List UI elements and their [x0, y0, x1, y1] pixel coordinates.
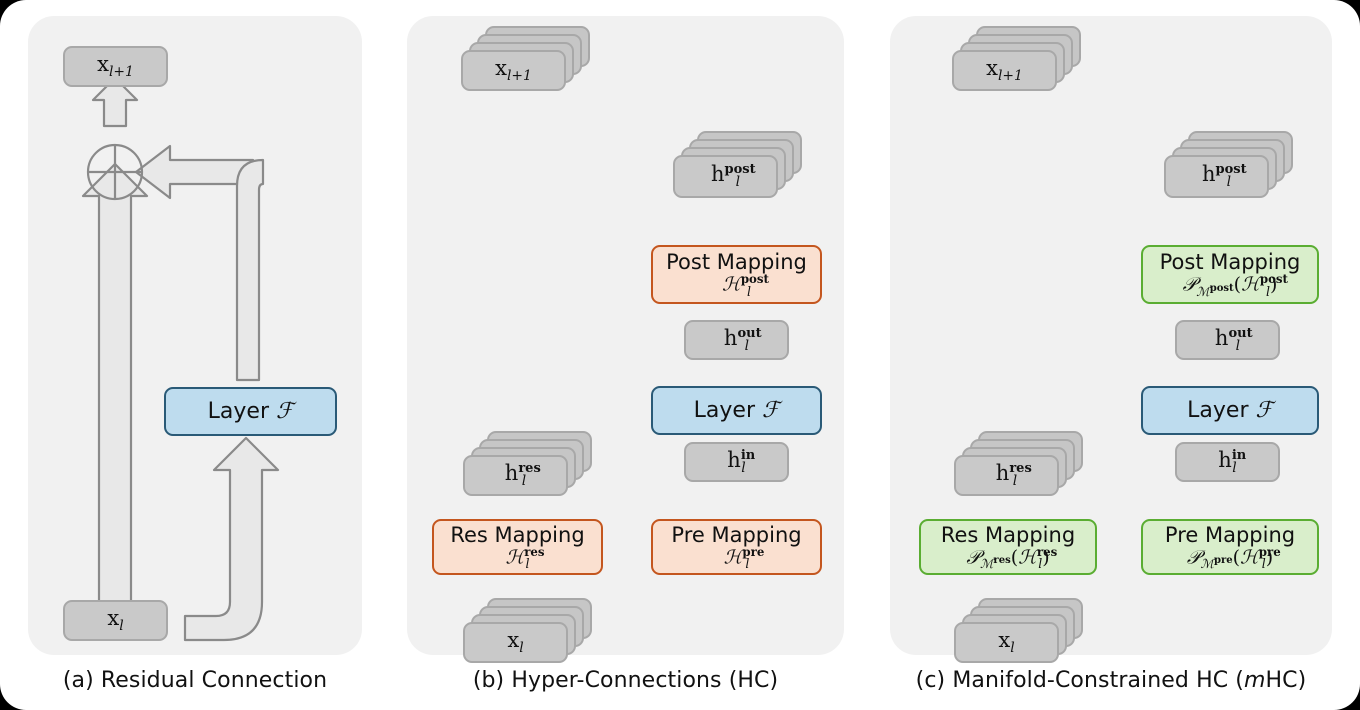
label-hin-c: hinl: [1218, 447, 1247, 476]
node-pre-mapping-b[interactable]: Pre Mapping ℋprel: [651, 519, 822, 575]
node-res-mapping-c[interactable]: Res Mapping 𝒫ℳres(ℋresl): [919, 519, 1097, 575]
label-pre-mapping-title-c: Pre Mapping: [1164, 522, 1296, 547]
label-output-b: xl+1: [495, 56, 532, 85]
node-layer-a[interactable]: Layer ℱ: [164, 387, 337, 436]
node-layer-b[interactable]: Layer ℱ: [651, 386, 822, 435]
node-input-a[interactable]: xl: [63, 600, 168, 641]
label-input-a: xl: [107, 606, 124, 635]
label-res-mapping-title-c: Res Mapping: [940, 522, 1076, 547]
label-output-a: xl+1: [97, 52, 134, 81]
label-post-mapping-expr-b: ℋpostl: [722, 272, 769, 299]
node-output-c[interactable]: xl+1: [952, 50, 1057, 91]
node-input-b[interactable]: xl: [463, 622, 568, 663]
label-layer-b: Layer ℱ: [693, 397, 780, 423]
node-post-mapping-c[interactable]: Post Mapping 𝒫ℳpost(ℋpostl): [1141, 245, 1319, 304]
label-layer-c: Layer ℱ: [1187, 397, 1273, 423]
node-post-mapping-b[interactable]: Post Mapping ℋpostl: [651, 245, 822, 304]
node-output-a[interactable]: xl+1: [63, 46, 168, 87]
node-hres-c[interactable]: hresl: [954, 455, 1059, 496]
label-pre-mapping-expr-b: ℋprel: [723, 544, 765, 571]
node-output-b[interactable]: xl+1: [461, 50, 566, 91]
node-res-mapping-b[interactable]: Res Mapping ℋresl: [432, 519, 603, 575]
node-input-c[interactable]: xl: [954, 622, 1059, 663]
caption-c-tail: HC): [1265, 668, 1307, 693]
caption-c-head: (c) Manifold-Constrained HC (: [915, 668, 1244, 693]
label-hres-c: hresl: [995, 461, 1032, 490]
caption-panel-a: (a) Residual Connection: [62, 668, 328, 693]
label-layer-a: Layer ℱ: [207, 398, 294, 424]
label-hout-c: houtl: [1214, 325, 1253, 354]
label-post-mapping-expr-c: 𝒫ℳpost(ℋpostl): [1182, 272, 1288, 299]
caption-c-italic: m: [1243, 668, 1266, 693]
node-pre-mapping-c[interactable]: Pre Mapping 𝒫ℳpre(ℋprel): [1141, 519, 1319, 575]
label-post-mapping-title-c: Post Mapping: [1159, 250, 1301, 275]
node-hout-c[interactable]: houtl: [1175, 320, 1280, 360]
node-hin-b[interactable]: hinl: [684, 442, 789, 482]
label-res-mapping-title-b: Res Mapping: [450, 522, 585, 547]
label-input-b: xl: [507, 628, 524, 657]
label-pre-mapping-title-b: Pre Mapping: [671, 522, 802, 547]
node-hout-b[interactable]: houtl: [684, 320, 789, 360]
label-hpost-b: hpostl: [710, 162, 756, 191]
caption-panel-c: (c) Manifold-Constrained HC (mHC): [890, 668, 1332, 693]
label-hres-b: hresl: [504, 461, 541, 490]
caption-panel-b: (b) Hyper-Connections (HC): [472, 668, 779, 693]
node-hpost-c[interactable]: hpostl: [1164, 155, 1269, 198]
node-hpost-b[interactable]: hpostl: [673, 155, 778, 198]
label-res-mapping-expr-b: ℋresl: [505, 544, 545, 571]
label-hout-b: houtl: [723, 325, 762, 354]
node-hres-b[interactable]: hresl: [463, 455, 568, 496]
label-hin-b: hinl: [727, 447, 756, 476]
label-pre-mapping-expr-c: 𝒫ℳpre(ℋprel): [1186, 544, 1281, 571]
node-hin-c[interactable]: hinl: [1175, 442, 1280, 482]
panel-residual-connection: [28, 16, 362, 655]
label-post-mapping-title-b: Post Mapping: [666, 250, 807, 275]
node-layer-c[interactable]: Layer ℱ: [1141, 386, 1319, 435]
label-hpost-c: hpostl: [1201, 162, 1247, 191]
label-output-c: xl+1: [986, 56, 1023, 85]
label-input-c: xl: [998, 628, 1015, 657]
label-res-mapping-expr-c: 𝒫ℳres(ℋresl): [966, 544, 1058, 571]
